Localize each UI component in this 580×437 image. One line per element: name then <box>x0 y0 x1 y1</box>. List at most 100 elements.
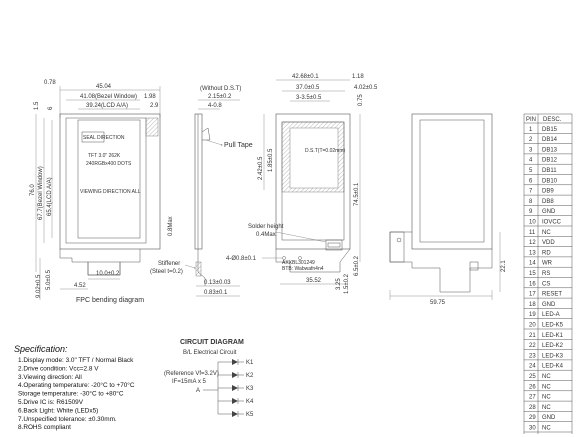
label-seal-direction: SEAL DIRECTION <box>83 135 125 141</box>
pin-number: 6 <box>529 178 533 184</box>
pin-desc: CS <box>542 281 550 287</box>
pin-desc: WR <box>542 261 553 267</box>
pin-desc: NC <box>542 405 551 411</box>
pin-desc: DB13 <box>542 147 558 153</box>
pin-number: 28 <box>529 405 536 411</box>
pin-header-pin: PIN <box>526 117 536 123</box>
dim-back-1-85: 1.85±0.5 <box>268 148 274 172</box>
dim-module-59-75: 59.75 <box>430 300 446 306</box>
label-stiffener: Stiffener <box>158 261 180 267</box>
spec-line: 5.Drive IC is: R61509V <box>18 399 84 406</box>
spec-line: 7.Unspecified tolerance: ±0.30mm. <box>18 416 117 423</box>
led-label: K1 <box>246 360 254 366</box>
dim-back-74-5: 74.5±0.1 <box>354 182 360 206</box>
pin-desc: DB11 <box>542 168 557 174</box>
pin-desc: VDD <box>542 240 555 246</box>
led-label: K3 <box>246 386 254 392</box>
label-solder-height: Solder height <box>248 224 284 230</box>
dim-front-aa-height: 65.4(LCD A/A) <box>47 177 53 216</box>
pin-number: 27 <box>529 395 536 401</box>
circuit-subtitle: B/L Electrical Circuit <box>183 350 237 356</box>
specification: Specification: 1.Display mode: 3.0" TFT … <box>14 344 135 431</box>
pin-desc: GND <box>542 209 556 215</box>
circuit-current: IF=15mA x 5 <box>172 379 207 385</box>
dim-front-1-5: 1.5 <box>34 101 40 110</box>
dim-front-45-04: 45.04 <box>96 84 112 90</box>
pin-number: 7 <box>529 189 533 195</box>
dim-back-3-3-5: 3-3.5±0.5 <box>296 95 322 101</box>
dim-front-aa-width: 39.24(LCD A/A) <box>86 103 128 109</box>
dim-side-2-15: 2.15±0.2 <box>208 94 232 100</box>
pin-desc: LED-K1 <box>542 333 564 339</box>
pin-number: 23 <box>529 353 536 359</box>
dim-back-4-02: 4.02±0.5 <box>354 85 378 91</box>
pin-desc: DB8 <box>542 199 554 205</box>
pin-desc: NC <box>542 395 551 401</box>
pin-desc: LED-K5 <box>542 323 564 329</box>
circuit-ref: (Reference Vf=3.2V) <box>164 371 219 377</box>
pin-number: 11 <box>529 230 536 236</box>
spec-line: 8.ROHS compliant <box>18 424 71 431</box>
pin-desc: DB9 <box>542 189 554 195</box>
pin-desc: RS <box>542 271 550 277</box>
dim-module-22-1: 22.1 <box>501 260 507 272</box>
label-viewing-direction: VIEWING DIRECTION ALL <box>80 189 141 195</box>
led-icon <box>232 411 238 417</box>
pin-desc: NC <box>542 230 551 236</box>
dim-front-0-78: 0.78 <box>44 80 56 86</box>
dim-side-4-0-8: 4-0.8 <box>208 103 222 109</box>
dim-side-0-13: 0.13±0.03 <box>204 280 231 286</box>
label-part-number: AXXBL301249 <box>282 260 315 266</box>
dim-front-10-0: 10.0±0.2 <box>96 271 120 277</box>
module-view: 59.75 22.1 <box>389 113 507 306</box>
led-icon <box>232 398 238 404</box>
dim-front-0-8max: 0.8Max <box>168 216 174 236</box>
led-label: K4 <box>246 399 254 405</box>
led-icon <box>232 359 238 365</box>
pin-desc: DB15 <box>542 127 558 133</box>
spec-line: 1.Display mode: 3.0" TFT / Normal Black <box>18 357 134 364</box>
led-label: K2 <box>246 373 254 379</box>
dim-front-bezel-height: 67.7(Bezel Window) <box>38 166 44 220</box>
pin-number: 4 <box>529 158 533 164</box>
pin-number: 3 <box>529 147 533 153</box>
dim-back-42-68: 42.68±0.1 <box>292 74 319 80</box>
pin-desc: NC <box>542 374 551 380</box>
label-tft-type: TFT 3.0" 262K <box>88 153 121 159</box>
pin-number: 13 <box>529 250 536 256</box>
pin-number: 24 <box>529 364 536 370</box>
spec-line: 3.Viewing direction: All <box>18 374 82 381</box>
circuit-node-a: A <box>196 388 200 394</box>
pin-number: 19 <box>529 312 536 318</box>
dim-front-5-0: 5.0±0.5 <box>46 269 52 290</box>
pin-desc: DB12 <box>542 158 558 164</box>
pin-number: 25 <box>529 374 536 380</box>
dim-front-2-9: 2.9 <box>150 103 159 109</box>
pin-number: 30 <box>529 426 536 432</box>
dim-front-6: 6 <box>48 106 54 110</box>
spec-line: 2.Drive condition: Vcc=2.8 V <box>18 365 99 372</box>
pin-desc: LED-K4 <box>542 364 564 370</box>
spec-line: Storage temperature: -30°C to +80°C <box>18 390 124 398</box>
spec-line: 4.Operating temperature: -20°C to +70°C <box>18 381 135 389</box>
pin-desc: RD <box>542 250 551 256</box>
pin-desc: DB10 <box>542 178 558 184</box>
dim-front-4-52: 4.52 <box>74 283 86 289</box>
pin-number: 29 <box>529 415 536 421</box>
label-pull-tape: Pull Tape <box>224 142 253 149</box>
dim-front-bezel-width: 41.08(Bezel Window) <box>80 94 137 100</box>
pin-desc: NC <box>542 426 551 432</box>
label-holes: 4-Ø0.8±0.1 <box>226 256 257 262</box>
pin-number: 12 <box>529 240 536 246</box>
dim-front-76: 76.0 <box>30 184 36 196</box>
circuit-title: CIRCUIT DIAGRAM <box>180 339 244 346</box>
dim-back-0-75: 0.75 <box>358 94 364 106</box>
pin-number: 17 <box>529 292 536 298</box>
dim-front-9-02: 9.02±0.5 <box>36 274 42 298</box>
side-view: (Without D.S.T) 2.15±0.2 4-0.8 Pull Tape… <box>150 86 253 297</box>
pin-desc: LED-K3 <box>542 353 564 359</box>
pin-desc: GND <box>542 415 556 421</box>
